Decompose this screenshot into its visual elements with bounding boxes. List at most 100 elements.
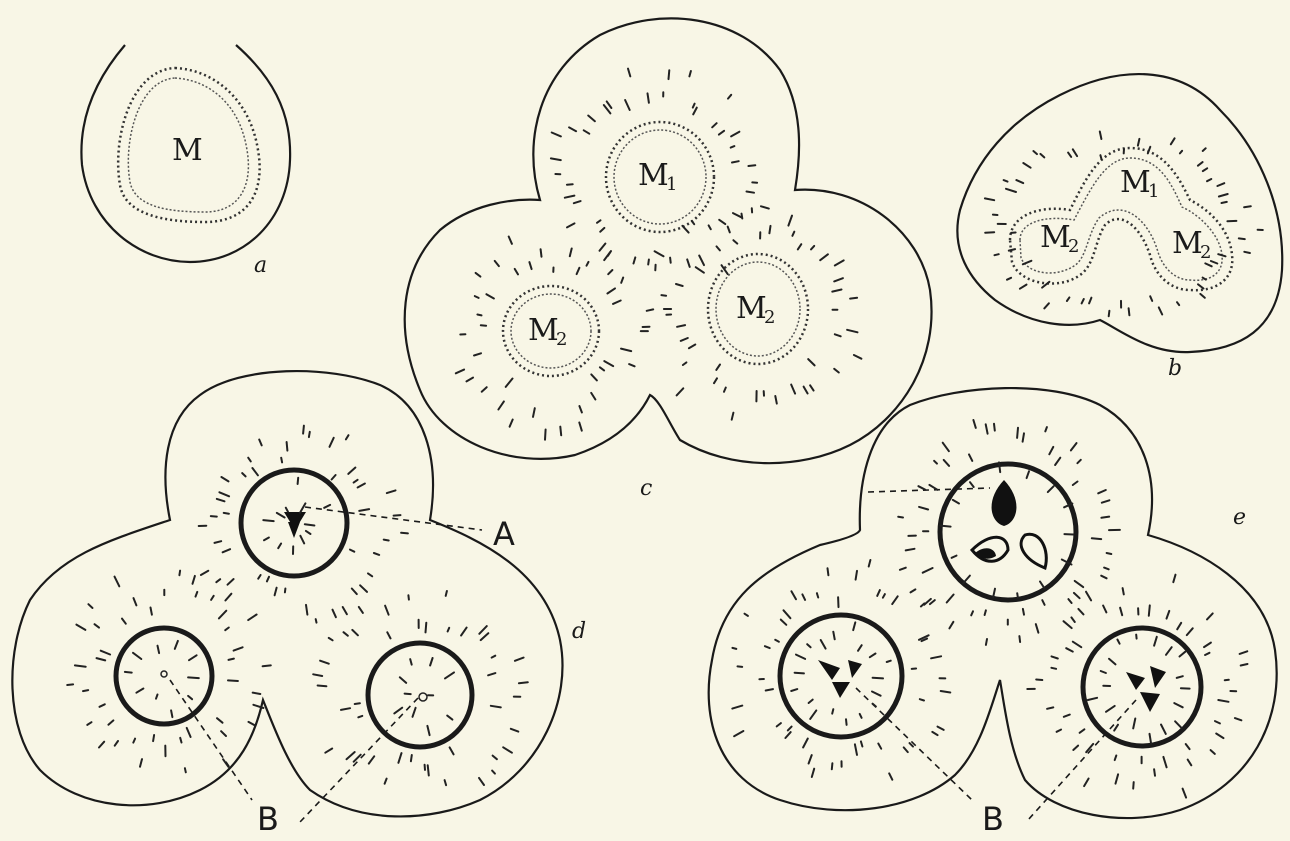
tissue-stroke (613, 301, 621, 304)
tissue-stroke (76, 625, 85, 630)
tissue-stroke (100, 704, 105, 707)
tissue-stroke (898, 517, 903, 518)
tissue-stroke (387, 632, 390, 638)
tissue-stroke (493, 756, 497, 760)
tissue-stroke (467, 378, 474, 382)
tissue-stroke (661, 295, 666, 296)
tissue-stroke (920, 699, 924, 700)
tissue-stroke (384, 540, 389, 541)
tissue-stroke (510, 420, 513, 427)
tissue-stroke (318, 686, 327, 687)
tissue-stroke (475, 296, 479, 298)
tissue-stroke (670, 258, 671, 263)
tissue-stroke (344, 632, 348, 636)
figure-e-top-ring (940, 464, 1076, 600)
figure-a: M a (81, 45, 290, 278)
tissue-stroke (820, 254, 828, 260)
tissue-stroke (408, 595, 409, 599)
figure-d-leader-a (305, 507, 482, 530)
tissue-stroke (1042, 600, 1044, 605)
tissue-stroke (1115, 756, 1117, 761)
tissue-stroke (1023, 261, 1032, 265)
tissue-stroke (1154, 637, 1157, 646)
figure-e-outline (709, 388, 1277, 818)
figure-d-outline (12, 371, 562, 816)
tissue-stroke (861, 741, 863, 746)
tissue-stroke (136, 689, 143, 693)
tissue-stroke (495, 261, 499, 266)
tissue-stroke (400, 677, 406, 683)
tissue-stroke (401, 533, 408, 534)
tissue-stroke (1084, 779, 1089, 787)
tissue-stroke (1049, 447, 1053, 454)
tissue-stroke (1240, 651, 1248, 654)
tissue-stroke (1241, 664, 1248, 666)
tissue-stroke (488, 673, 495, 675)
tissue-stroke (870, 654, 876, 658)
figure-c-m2-left-label: M (528, 313, 559, 348)
tissue-stroke (306, 531, 311, 534)
tissue-stroke (360, 585, 367, 592)
tissue-stroke (1100, 155, 1101, 159)
tissue-stroke (1211, 261, 1217, 264)
tissue-stroke (699, 256, 704, 266)
tissue-stroke (1218, 254, 1225, 256)
tissue-stroke (810, 710, 816, 719)
tissue-stroke (855, 744, 857, 755)
tissue-stroke (887, 661, 891, 662)
figure-e-right-core (1126, 666, 1166, 712)
tissue-stroke (491, 706, 501, 708)
tissue-stroke (1215, 721, 1220, 723)
tissue-stroke (940, 526, 950, 527)
tissue-stroke (689, 345, 695, 349)
tissue-stroke (600, 228, 604, 232)
tissue-stroke (87, 722, 91, 725)
figure-e-left-core (818, 660, 862, 698)
tissue-stroke (734, 731, 743, 736)
tissue-stroke (1009, 249, 1015, 251)
tissue-stroke (551, 158, 561, 160)
tissue-stroke (947, 595, 954, 603)
tissue-stroke (1244, 252, 1250, 253)
figure-e-leader-b-right (1028, 700, 1136, 820)
tissue-stroke (1177, 676, 1183, 678)
tissue-stroke (228, 579, 234, 585)
tissue-stroke (932, 732, 937, 735)
figure-b: M 1 M 2 M 2 b (957, 74, 1282, 381)
tissue-stroke (330, 438, 334, 447)
tissue-stroke (724, 388, 726, 392)
tissue-stroke (320, 661, 329, 664)
tissue-stroke (179, 571, 180, 576)
tissue-stroke (306, 605, 307, 615)
tissue-stroke (1188, 760, 1192, 766)
tissue-stroke (732, 648, 736, 649)
tissue-stroke (115, 577, 120, 587)
tissue-stroke (717, 246, 720, 250)
tissue-stroke (229, 659, 234, 660)
tissue-stroke (1075, 581, 1084, 587)
tissue-stroke (869, 560, 871, 567)
tissue-stroke (492, 771, 495, 774)
tissue-stroke (584, 130, 590, 133)
figure-d: A d B (12, 371, 586, 838)
figure-d-leader-b-left (170, 680, 252, 800)
tissue-stroke (332, 475, 336, 480)
tissue-stroke (1109, 311, 1110, 317)
tissue-stroke (1040, 154, 1044, 158)
tissue-stroke (249, 722, 255, 725)
tissue-stroke (151, 608, 152, 615)
tissue-stroke (263, 520, 273, 521)
tissue-stroke (329, 638, 333, 640)
tissue-stroke (1180, 652, 1186, 657)
tissue-stroke (1051, 668, 1056, 669)
tissue-stroke (1177, 623, 1181, 630)
tissue-stroke (796, 655, 805, 659)
tissue-stroke (1222, 202, 1227, 203)
tissue-stroke (374, 553, 379, 555)
tissue-stroke (196, 592, 198, 597)
tissue-stroke (1150, 734, 1152, 744)
tissue-stroke (781, 620, 787, 625)
tissue-stroke (305, 524, 315, 525)
tissue-stroke (385, 606, 389, 615)
tissue-stroke (921, 603, 925, 606)
